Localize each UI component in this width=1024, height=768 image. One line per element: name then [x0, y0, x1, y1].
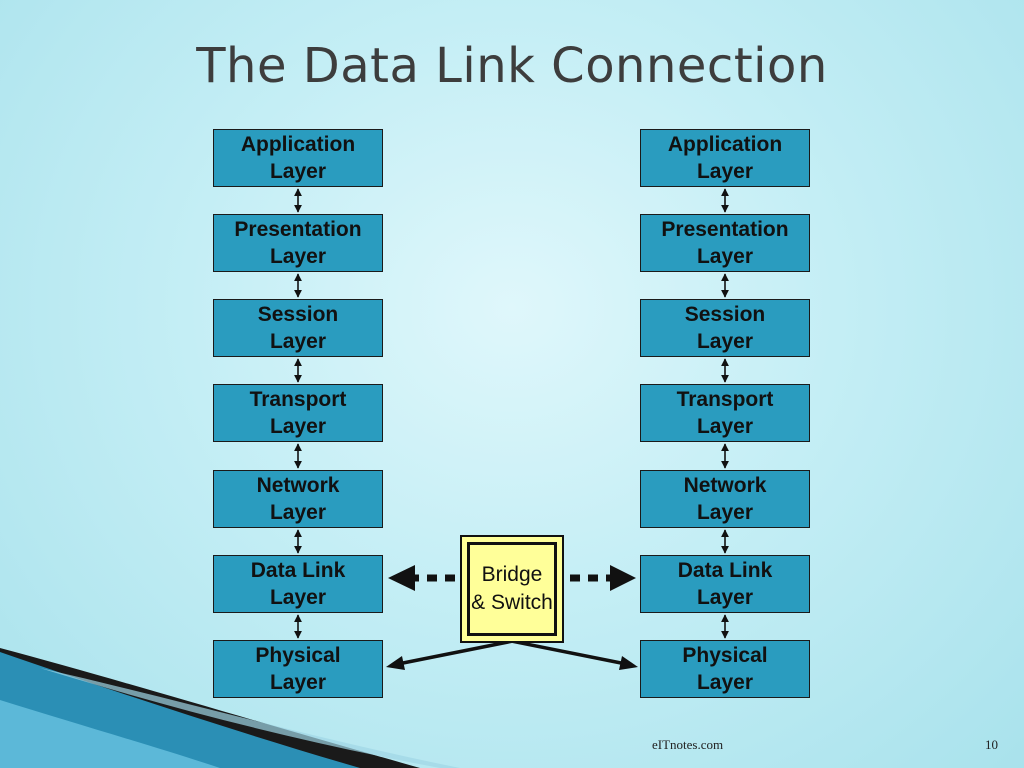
- layer-label-line2: Layer: [696, 330, 754, 353]
- physical-line-right: [505, 638, 638, 670]
- layer-label-line1: Presentation: [661, 218, 789, 241]
- layer-label-line1: Network: [683, 474, 767, 497]
- device-label-line2: & Switch: [471, 591, 553, 614]
- layer-label-line2: Layer: [696, 160, 754, 183]
- layer-label-line2: Layer: [696, 501, 754, 524]
- layer-label-line1: Network: [256, 474, 340, 497]
- layer-label-line2: Layer: [269, 245, 327, 268]
- layer-label-line1: Physical: [682, 644, 768, 667]
- layer-connectors: [294, 188, 729, 639]
- layer-label-line2: Layer: [696, 245, 754, 268]
- corner-wave-light: [0, 700, 220, 768]
- layer-label-line1: Session: [684, 303, 766, 326]
- footer-source: eITnotes.com: [652, 737, 724, 752]
- layer-label-line1: Physical: [255, 644, 341, 667]
- physical-line-left: [386, 638, 519, 670]
- layer-label-line1: Application: [667, 133, 783, 156]
- layer-label-line1: Transport: [676, 388, 774, 411]
- layer-label-line2: Layer: [696, 586, 754, 609]
- layer-label-line2: Layer: [269, 586, 327, 609]
- layer-label-line1: Session: [257, 303, 339, 326]
- layer-label-line1: Data Link: [250, 559, 346, 582]
- layer-label-line2: Layer: [696, 671, 754, 694]
- layer-label-line1: Presentation: [234, 218, 362, 241]
- layer-label-line2: Layer: [696, 415, 754, 438]
- device-label-line1: Bridge: [481, 563, 543, 586]
- layer-label-line1: Data Link: [677, 559, 773, 582]
- layer-label-line2: Layer: [269, 415, 327, 438]
- slide-title: The Data Link Connection: [196, 38, 828, 94]
- layer-label-line2: Layer: [269, 671, 327, 694]
- layer-label-line2: Layer: [269, 160, 327, 183]
- layer-label-line1: Application: [240, 133, 356, 156]
- layer-label-line2: Layer: [269, 330, 327, 353]
- page-number: 10: [985, 737, 998, 752]
- dashed-arrow-right: [570, 565, 636, 591]
- bridge-switch-inner: Bridge & Switch: [467, 542, 557, 636]
- bridge-switch-box: Bridge & Switch: [460, 535, 564, 643]
- layer-label-line1: Transport: [249, 388, 347, 411]
- corner-wave-highlight: [40, 668, 460, 768]
- layer-label-line2: Layer: [269, 501, 327, 524]
- dashed-arrow-left: [388, 565, 455, 591]
